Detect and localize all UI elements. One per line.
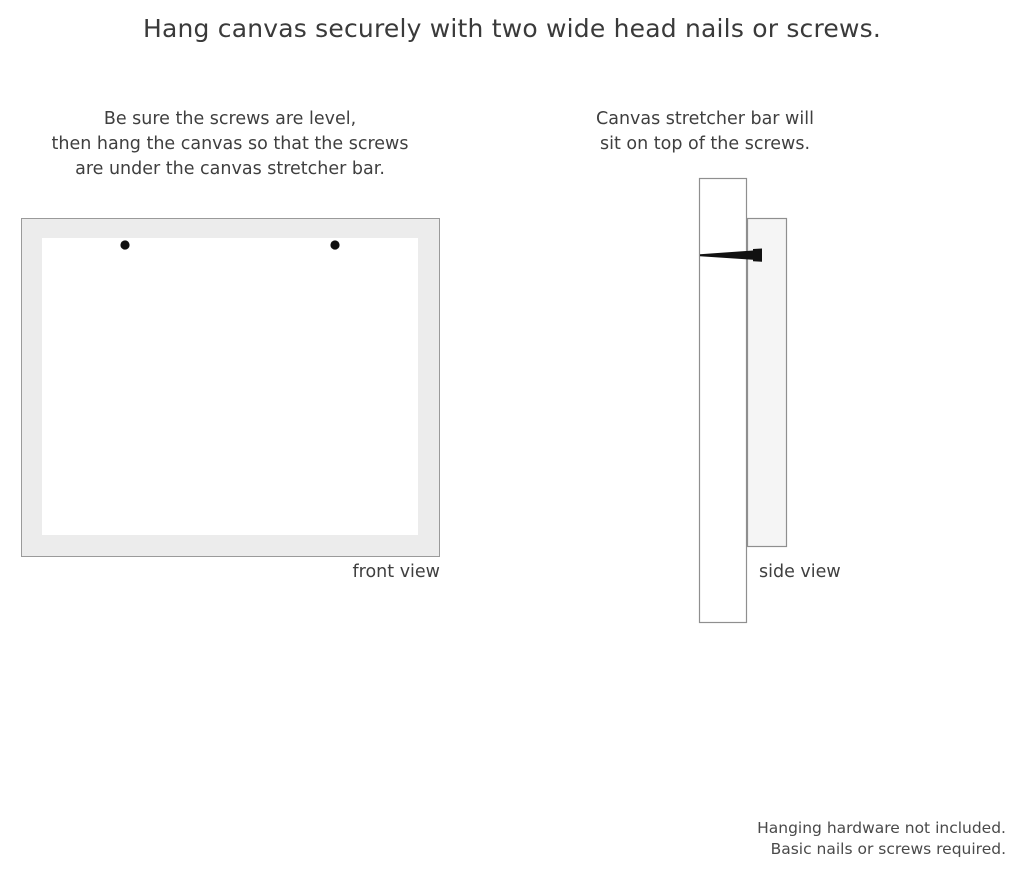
front-view-illustration — [21, 218, 440, 557]
front-view-caption: Be sure the screws are level, then hang … — [10, 107, 450, 182]
caption-line: Be sure the screws are level, — [103, 109, 357, 129]
left-screw-icon — [120, 240, 130, 250]
right-screw-icon — [330, 240, 340, 250]
footer-note: Hanging hardware not included. Basic nai… — [757, 818, 1006, 860]
stretcher-bar-cross-section — [746, 217, 788, 548]
footer-line: Hanging hardware not included. — [757, 819, 1006, 837]
page-title: Hang canvas securely with two wide head … — [142, 14, 882, 43]
side-view-label: side view — [759, 562, 841, 582]
nail-head-icon — [753, 248, 762, 262]
caption-line: Canvas stretcher bar will — [596, 109, 814, 129]
side-view-illustration — [698, 177, 788, 624]
front-view-label: front view — [352, 562, 441, 582]
side-view-caption: Canvas stretcher bar will sit on top of … — [565, 107, 845, 157]
caption-line: then hang the canvas so that the screws — [51, 134, 409, 154]
nail-icon — [700, 250, 753, 260]
footer-line: Basic nails or screws required. — [770, 840, 1006, 858]
caption-line: are under the canvas stretcher bar. — [75, 159, 385, 179]
wall-cross-section — [698, 177, 748, 624]
canvas-panel-front — [42, 238, 418, 535]
caption-line: sit on top of the screws. — [599, 134, 811, 154]
